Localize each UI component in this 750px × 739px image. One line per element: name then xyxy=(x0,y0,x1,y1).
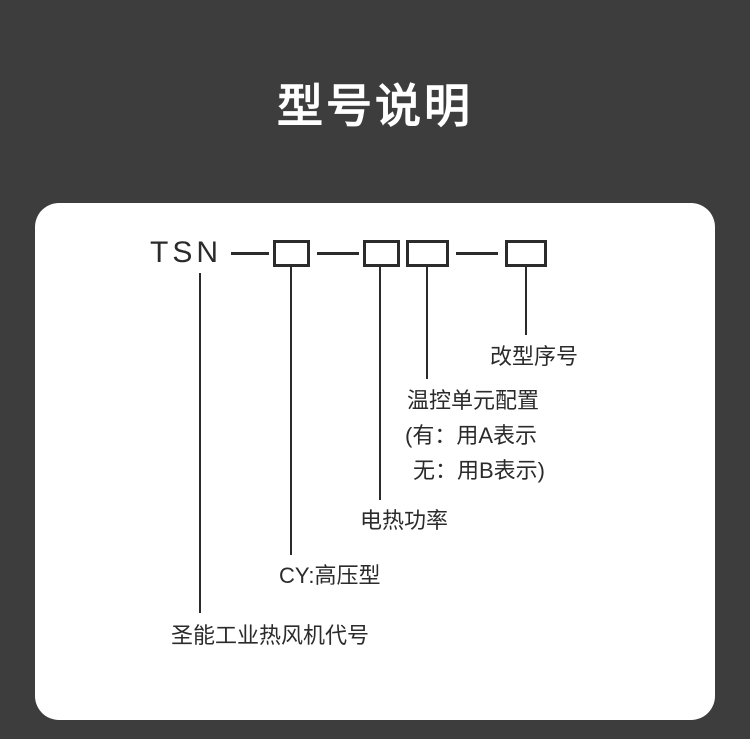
page-title: 型号说明 xyxy=(277,80,473,132)
model-box-2 xyxy=(363,240,400,267)
label-temp-control-config: 温控单元配置 xyxy=(407,388,540,413)
model-box-1 xyxy=(273,240,310,267)
model-box-3 xyxy=(406,240,449,267)
label-temp-control-option-a: (有：用A表示 xyxy=(405,423,538,448)
leader-line-power xyxy=(379,267,381,500)
model-diagram-card: TSN 改型序号 温控单元配置 (有：用A表示 无：用B表示) 电热功率 CY:… xyxy=(35,203,715,720)
model-box-4 xyxy=(505,240,547,267)
model-prefix: TSN xyxy=(150,236,222,269)
label-temp-control-option-b: 无：用B表示) xyxy=(413,458,546,483)
leader-line-temp-control xyxy=(426,267,428,379)
label-modification-serial: 改型序号 xyxy=(490,344,579,369)
connector-dash-3 xyxy=(456,252,498,255)
connector-dash-1 xyxy=(231,252,269,255)
label-electric-heating-power: 电热功率 xyxy=(360,508,449,533)
label-industrial-hot-air-blower-code: 圣能工业热风机代号 xyxy=(171,623,370,648)
leader-line-modification xyxy=(525,267,527,335)
connector-dash-2 xyxy=(317,252,359,255)
label-high-pressure-type: CY:高压型 xyxy=(279,563,381,588)
leader-line-code xyxy=(199,273,201,613)
leader-line-type xyxy=(290,267,292,555)
